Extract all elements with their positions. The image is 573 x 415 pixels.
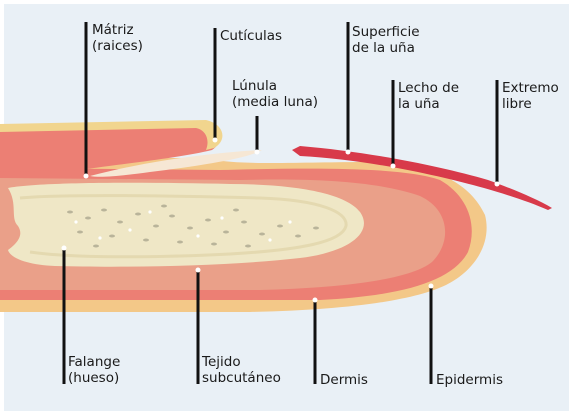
label-superficie-line1: Superficie [352, 24, 420, 40]
label-cuticulas-line1: Cutículas [220, 28, 282, 44]
label-lecho-line2: la uña [398, 96, 459, 112]
label-extremo-line1: Extremo [502, 80, 559, 96]
label-lunula-line2: (media luna) [232, 94, 318, 110]
label-lunula: Lúnula (media luna) [232, 78, 318, 110]
label-cuticulas: Cutículas [220, 28, 282, 44]
label-falange-line1: Falange [68, 354, 120, 370]
label-extremo: Extremo libre [502, 80, 559, 112]
label-matriz-line2: (raices) [92, 38, 143, 54]
label-superficie-line2: de la uña [352, 40, 420, 56]
label-dermis: Dermis [320, 372, 368, 388]
label-superficie: Superficie de la uña [352, 24, 420, 56]
label-falange: Falange (hueso) [68, 354, 120, 386]
label-matriz-line1: Mátriz [92, 22, 143, 38]
label-falange-line2: (hueso) [68, 370, 120, 386]
label-epidermis-line1: Epidermis [436, 372, 503, 388]
label-tejido-line2: subcutáneo [202, 370, 281, 386]
label-tejido-line1: Tejido [202, 354, 281, 370]
label-lecho: Lecho de la uña [398, 80, 459, 112]
label-lecho-line1: Lecho de [398, 80, 459, 96]
label-matriz: Mátriz (raices) [92, 22, 143, 54]
label-lunula-line1: Lúnula [232, 78, 318, 94]
label-extremo-line2: libre [502, 96, 559, 112]
label-tejido: Tejido subcutáneo [202, 354, 281, 386]
label-epidermis: Epidermis [436, 372, 503, 388]
label-dermis-line1: Dermis [320, 372, 368, 388]
